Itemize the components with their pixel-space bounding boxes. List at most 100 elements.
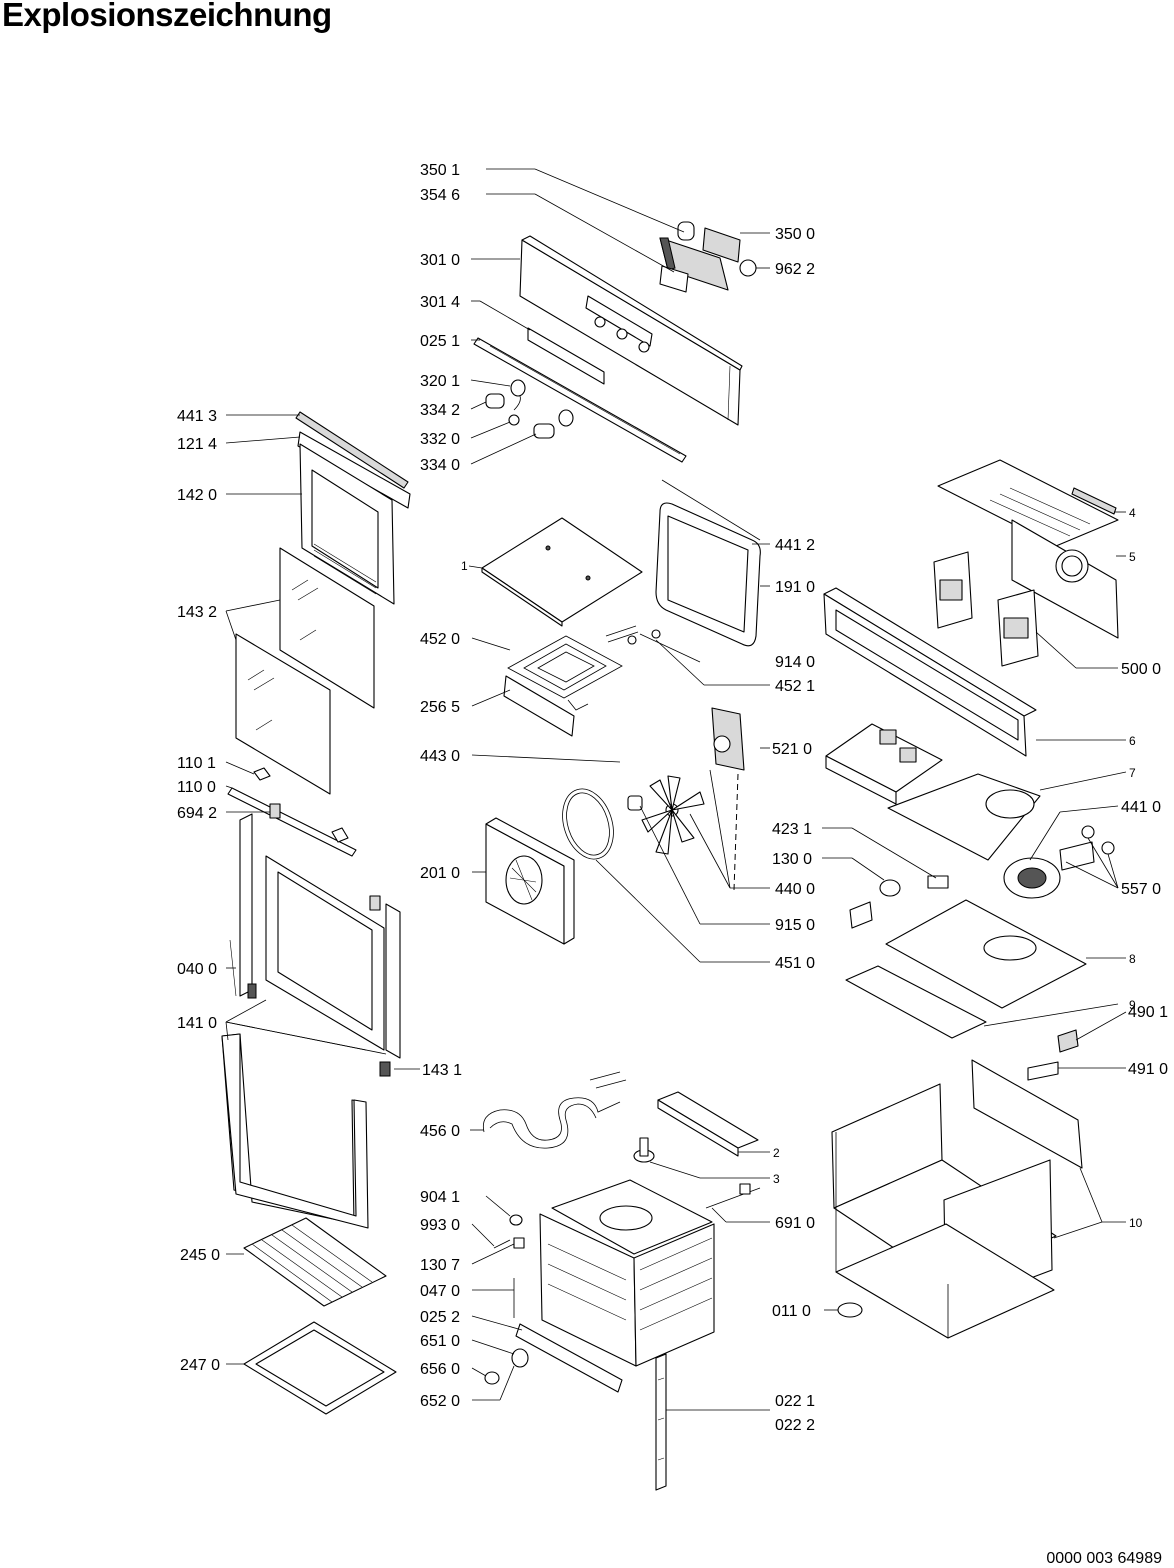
part-label: 651 0 [420, 1333, 460, 1350]
part-label: 521 0 [772, 741, 812, 758]
door-handle-part [227, 767, 357, 857]
part-label: 452 0 [420, 631, 460, 648]
part-label: 141 0 [177, 1015, 217, 1032]
part-label: 490 1 [1128, 1004, 1168, 1021]
part-label: 332 0 [420, 431, 460, 448]
part-label: 9 [1129, 998, 1136, 1012]
fan-cover-part [485, 817, 575, 945]
electronics-board-part [825, 723, 943, 805]
reflector-plate-part [503, 675, 575, 737]
part-label: 452 1 [775, 678, 815, 695]
part-label: 301 0 [420, 252, 460, 269]
part-label: 011 0 [772, 1303, 811, 1320]
part-label: 247 0 [180, 1357, 220, 1374]
bottom-heater-part [482, 1071, 627, 1149]
part-label: 354 6 [420, 187, 460, 204]
part-label: 025 2 [420, 1309, 460, 1326]
part-label: 301 4 [420, 294, 460, 311]
part-label: 441 0 [1121, 799, 1161, 816]
part-label: 110 0 [177, 779, 216, 796]
front-strip-part [845, 965, 987, 1039]
grill-heater-part [507, 625, 661, 711]
top-cover-plate-part [481, 517, 643, 627]
part-label: 993 0 [420, 1217, 460, 1234]
heat-shield-part [657, 1091, 759, 1157]
inner-door-panel-part [299, 443, 395, 605]
side-rail-part [655, 1353, 667, 1491]
part-label: 423 1 [772, 821, 812, 838]
terminal-block-parts [1027, 1029, 1079, 1081]
part-label: 191 0 [775, 579, 815, 596]
part-label: 694 2 [177, 805, 217, 822]
fan-housing-plate-part [887, 773, 1041, 861]
part-label: 10 [1129, 1216, 1143, 1230]
part-label: 5 [1129, 550, 1136, 564]
thermostat-sensor-part [633, 1137, 761, 1209]
bottom-plate-part [885, 899, 1087, 1009]
oven-gasket-part [655, 479, 761, 647]
part-label: 656 0 [420, 1361, 460, 1378]
door-glass-panes-part [235, 547, 375, 795]
rail-part-0251 [473, 337, 687, 463]
part-label: 691 0 [775, 1215, 815, 1232]
control-panel-fascia-part [519, 235, 743, 426]
part-label: 4 [1129, 506, 1136, 520]
part-label: 914 0 [775, 654, 815, 671]
part-label: 8 [1129, 952, 1136, 966]
relay-board-parts [933, 551, 1039, 667]
rear-back-panel-part [1011, 519, 1119, 639]
part-label: 1 [461, 559, 468, 573]
front-frame-part [823, 587, 1037, 757]
part-label: 130 7 [420, 1257, 460, 1274]
leader-lines [225, 168, 1127, 1411]
door-top-trim-part [295, 411, 411, 509]
part-label: 2 [773, 1146, 780, 1160]
part-label: 022 2 [775, 1417, 815, 1434]
part-label: 441 3 [177, 408, 217, 425]
outer-door-part [229, 803, 401, 1077]
part-label: 142 0 [177, 487, 217, 504]
blower-fan-part [1003, 841, 1095, 899]
oven-cavity-part [539, 1179, 715, 1367]
control-module-part [659, 221, 757, 293]
part-label: 334 0 [420, 457, 460, 474]
part-label: 025 1 [420, 333, 460, 350]
part-label: 3 [773, 1172, 780, 1186]
part-label: 441 2 [775, 537, 815, 554]
ring-heater-part [562, 788, 614, 860]
fan-motor-part [711, 707, 745, 891]
part-label: 350 0 [775, 226, 815, 243]
part-label: 040 0 [177, 961, 217, 978]
part-label: 557 0 [1121, 881, 1161, 898]
knob-parts [485, 379, 574, 439]
part-label: 143 2 [177, 604, 217, 621]
part-label: 652 0 [420, 1393, 460, 1410]
part-label: 320 1 [420, 373, 460, 390]
page-title: Explosionszeichnung [2, 0, 332, 33]
baking-tray-part [243, 1321, 397, 1415]
part-label: 121 4 [177, 436, 217, 453]
outer-housing-part [831, 1059, 1083, 1339]
part-label: 443 0 [420, 748, 460, 765]
convection-fan-part [627, 775, 705, 855]
part-label: 915 0 [775, 917, 815, 934]
part-label: 7 [1129, 766, 1136, 780]
small-fastener-parts [484, 1214, 623, 1393]
part-label: 130 0 [772, 851, 812, 868]
document-number: 0000 003 64989 [1046, 1550, 1162, 1567]
part-label: 334 2 [420, 402, 460, 419]
part-label: 022 1 [775, 1393, 815, 1410]
part-labels: 350 1 354 6 301 0 301 4 025 1 320 1 334 … [177, 162, 1168, 1434]
part-label: 350 1 [420, 162, 460, 179]
part-label: 440 0 [775, 881, 815, 898]
wire-rack-part [243, 1217, 387, 1307]
part-label: 245 0 [180, 1247, 220, 1264]
part-label: 256 5 [420, 699, 460, 716]
part-label: 904 1 [420, 1189, 460, 1206]
part-label: 143 1 [422, 1062, 462, 1079]
part-label: 456 0 [420, 1123, 460, 1140]
part-label: 451 0 [775, 955, 815, 972]
part-label: 491 0 [1128, 1061, 1168, 1078]
